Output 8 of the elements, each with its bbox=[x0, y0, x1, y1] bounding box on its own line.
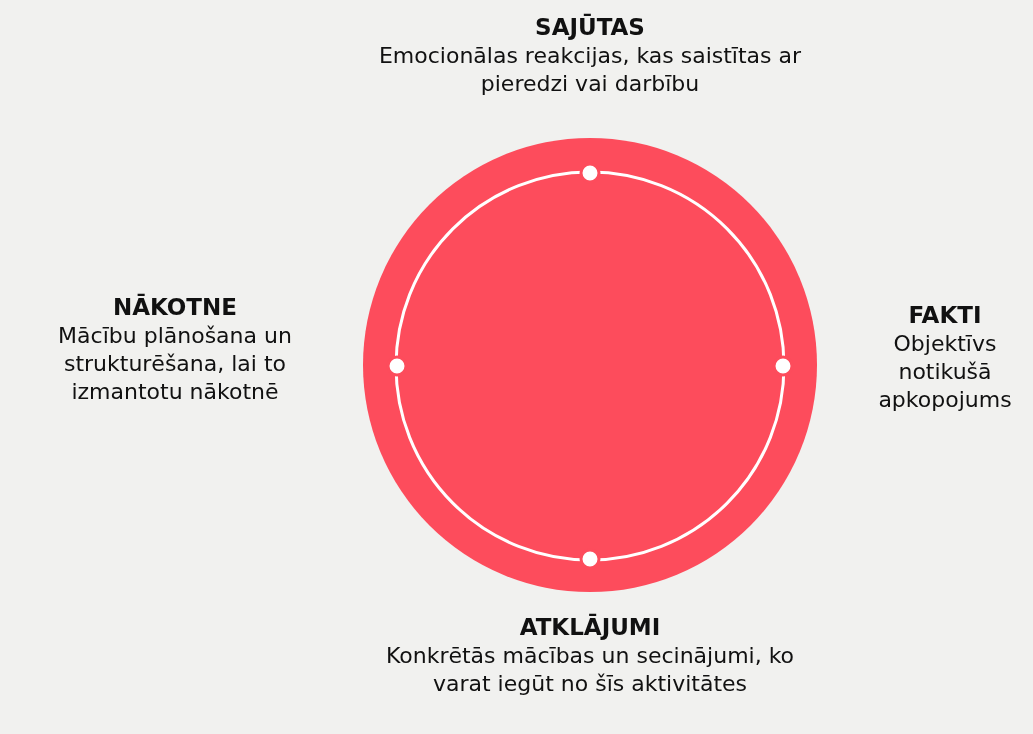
section-heading: ATKLĀJUMI bbox=[518, 612, 662, 642]
section-heading: FAKTI bbox=[907, 301, 983, 330]
description-text: Emocionālas reakcijas, kas saistītas ar pieredzi vai darbību bbox=[377, 42, 803, 98]
description-text: Mācību plānošana un strukturēšana, lai to izmantotu nākotnē bbox=[57, 322, 293, 406]
section-heading: SAJŪTAS bbox=[534, 12, 646, 42]
section-heading: NĀKOTNE bbox=[111, 292, 238, 322]
description-text: Objektīvs notikušā apkopojums bbox=[877, 330, 1013, 414]
description-text: Konkrētās mācības un secinājumi, ko varat iegūt no šīs aktivitātes bbox=[384, 642, 796, 698]
